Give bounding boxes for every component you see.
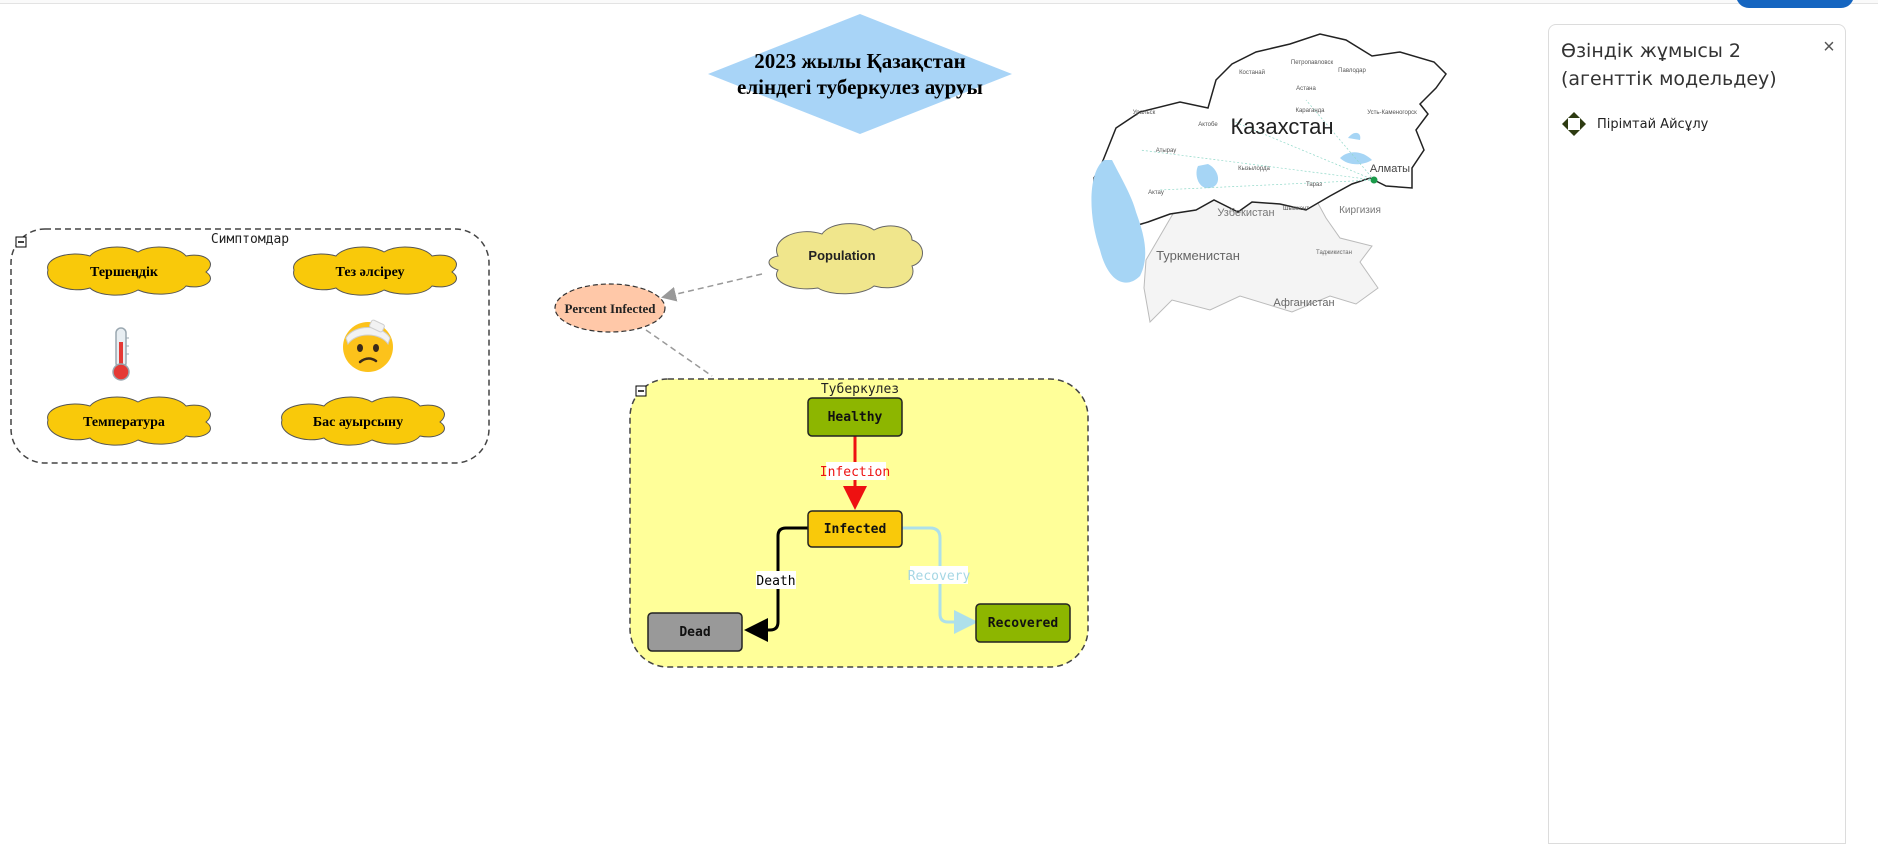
map-city-label: Уральск (1133, 110, 1156, 116)
percent-infected-label: Percent Infected (564, 301, 656, 316)
map-city-label: Актау (1148, 190, 1164, 196)
map-city-label: Кызылорда (1238, 166, 1270, 172)
recovery-label-bg (910, 566, 968, 584)
panel-title: Өзіндік жұмысы 2 (агенттік модельдеу) (1561, 40, 1777, 90)
map-route-line (1305, 99, 1375, 181)
diagram-canvas: 2023 жылы Қазақстан еліндегі туберкулез … (10, 14, 1447, 668)
map-city-label: Шымкент (1283, 206, 1309, 212)
panel-author[interactable]: Пірімтай Айсұлу (1561, 111, 1708, 137)
title-line-2: еліндегі туберкулез ауруы (737, 75, 983, 99)
map-city-label-almaty: Алматы (1370, 163, 1410, 175)
symptom-cloud-3[interactable]: Температура (47, 396, 211, 446)
top-toolbar-edge (0, 0, 1878, 4)
recovered-node[interactable]: Recovered (975, 603, 1071, 643)
symptom-cloud-2[interactable]: Тез әлсіреу (293, 246, 457, 296)
infection-label: Infection (820, 465, 890, 480)
close-button[interactable]: × (1823, 36, 1835, 58)
recovered-label: Recovered (988, 616, 1058, 631)
aral-sea (1196, 164, 1219, 189)
small-lake (1348, 132, 1361, 140)
death-label-bg (756, 571, 796, 589)
symptom-label-2: Тез әлсіреу (336, 265, 405, 280)
map-city-label: Тараз (1306, 182, 1322, 188)
map-city-label: Костанай (1239, 69, 1265, 76)
symptom-cloud-1[interactable]: Тершеңдік (47, 246, 211, 296)
title-line-1: 2023 жылы Қазақстан (754, 49, 966, 73)
death-label: Death (756, 574, 795, 589)
map-country-label: Казахстан (1230, 114, 1333, 139)
title-node[interactable]: 2023 жылы Қазақстан еліндегі туберкулез … (708, 14, 1012, 134)
percent-infected-node[interactable]: Percent Infected (554, 283, 666, 333)
dead-node[interactable]: Dead (647, 612, 743, 652)
kazakhstan-map: Казахстан Петропавловск Костанай Павлода… (1091, 33, 1447, 324)
dead-label: Dead (679, 625, 710, 640)
population-node[interactable]: Population (768, 223, 923, 295)
map-route-line (1229, 119, 1375, 181)
infected-label: Infected (824, 522, 887, 537)
map-route-line (1139, 149, 1375, 181)
almaty-marker (1370, 176, 1378, 184)
map-city-label: Павлодар (1338, 68, 1366, 74)
map-city-label: Астана (1296, 86, 1316, 92)
face-with-bandage-icon (343, 319, 393, 372)
symptom-cloud-4[interactable]: Бас ауырсыну (281, 396, 445, 446)
symptom-label-1: Тершеңдік (90, 265, 159, 280)
map-neighbor-label: Узбекистан (1217, 207, 1274, 219)
map-city-label: Усть-Каменогорск (1367, 110, 1417, 116)
healthy-label: Healthy (828, 410, 883, 425)
kazakhstan-shape (1093, 33, 1447, 229)
recovery-label: Recovery (908, 569, 971, 584)
map-neighbor-label: Афганистан (1273, 297, 1334, 309)
population-label: Population (808, 248, 875, 263)
info-panel: Өзіндік жұмысы 2 (агенттік модельдеу) × … (1548, 24, 1846, 844)
author-avatar-icon (1562, 112, 1586, 136)
map-city-label: Петропавловск (1291, 60, 1334, 66)
symptom-label-4: Бас ауырсыну (313, 415, 403, 430)
map-neighbor-label: Киргизия (1339, 205, 1381, 216)
percent-to-tb-link (645, 329, 713, 377)
top-action-button[interactable] (1736, 0, 1854, 8)
map-city-label: Актобе (1198, 122, 1218, 128)
healthy-node[interactable]: Healthy (807, 397, 903, 437)
author-name: Пірімтай Айсұлу (1597, 116, 1709, 132)
population-to-percent-link (661, 273, 763, 302)
balkhash-lake (1340, 152, 1372, 165)
infection-label-bg (826, 462, 886, 480)
map-city-label: Атырау (1156, 148, 1177, 154)
caspian-sea (1091, 160, 1146, 283)
infected-node[interactable]: Infected (807, 510, 903, 548)
thermometer-icon (112, 327, 130, 381)
symptom-label-3: Температура (83, 415, 165, 430)
map-city-label: Караганда (1295, 108, 1325, 114)
map-neighbor-label: Таджикистан (1316, 250, 1352, 256)
tb-group-label: Туберкулез (821, 382, 899, 397)
symptoms-group-label: Симптомдар (211, 232, 289, 247)
map-neighbor-label: Туркменистан (1156, 248, 1240, 263)
